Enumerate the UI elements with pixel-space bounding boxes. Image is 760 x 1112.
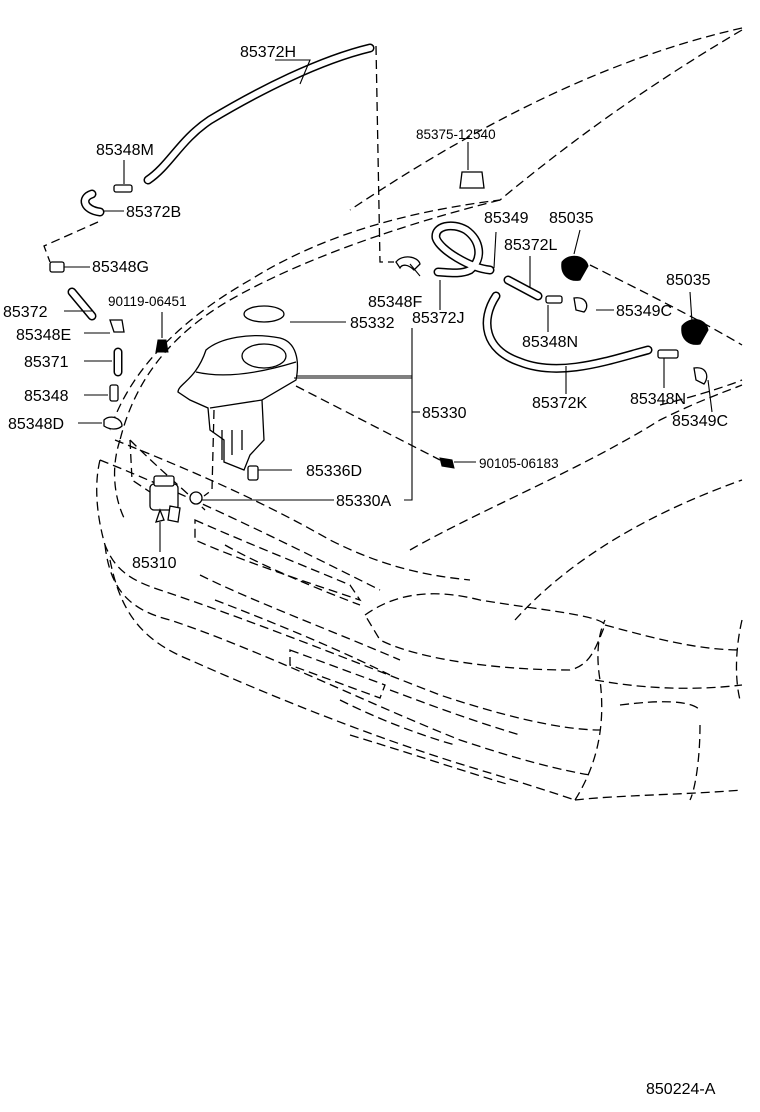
label-85348N-b: 85348N	[630, 391, 686, 408]
label-85035-a: 85035	[549, 210, 594, 227]
elbow-85349C-a	[573, 297, 588, 313]
label-90119-06451: 90119-06451	[108, 294, 187, 309]
reservoir-cap	[241, 343, 287, 369]
label-85372K: 85372K	[532, 395, 587, 412]
bolt-90105	[439, 457, 455, 469]
elbow-85348F	[395, 256, 421, 271]
label-85330A: 85330A	[336, 493, 391, 510]
label-85348G: 85348G	[92, 259, 149, 276]
label-85349C-a: 85349C	[616, 303, 672, 320]
label-85372B: 85372B	[126, 204, 181, 221]
connection-dashes	[43, 45, 441, 497]
leader-lines	[64, 59, 713, 552]
label-85372L: 85372L	[504, 237, 557, 254]
nozzle-85035-a	[561, 255, 589, 281]
grommet-85330A	[189, 491, 203, 505]
joint-85348N-a	[545, 295, 563, 304]
joint-85348	[109, 384, 119, 402]
label-85310: 85310	[132, 555, 177, 572]
label-85348D: 85348D	[8, 416, 64, 433]
label-85348: 85348	[24, 388, 69, 405]
elbow-85348D	[103, 416, 123, 430]
joint-85348N-b	[657, 349, 679, 359]
label-85375-12540: 85375-12540	[416, 127, 496, 142]
label-85372: 85372	[3, 304, 48, 321]
washer-reservoir-85330	[177, 305, 299, 471]
bolt-90119	[155, 339, 169, 353]
elbow-85348E	[109, 319, 125, 333]
label-85348E: 85348E	[16, 327, 71, 344]
label-85330: 85330	[422, 405, 467, 422]
label-85349: 85349	[484, 210, 529, 227]
nozzle-85035-b	[681, 319, 709, 345]
label-85371: 85371	[24, 354, 69, 371]
label-85348M: 85348M	[96, 142, 154, 159]
car-body-outline	[96, 27, 743, 801]
diagram-reference-code: 850224-A	[646, 1081, 716, 1098]
hoses	[67, 43, 653, 377]
label-90105-06183: 90105-06183	[479, 456, 559, 471]
label-85349C-b: 85349C	[672, 413, 728, 430]
joint-85348M	[113, 184, 133, 193]
label-85348N-a: 85348N	[522, 334, 578, 351]
cap-85332	[243, 305, 285, 323]
joint-85348G	[49, 261, 65, 273]
label-85372J: 85372J	[412, 310, 465, 327]
washer-pump-85310	[149, 475, 181, 523]
label-85332: 85332	[350, 315, 395, 332]
part-labels: 85372H 85348M 85372B 85348G 85372 90119-…	[3, 44, 728, 1098]
label-85035-b: 85035	[666, 272, 711, 289]
label-85348F: 85348F	[368, 294, 422, 311]
label-85336D: 85336D	[306, 463, 362, 480]
label-85372H: 85372H	[240, 44, 296, 61]
small-parts	[49, 171, 709, 505]
part-85336D	[247, 465, 259, 481]
clip-85375	[459, 171, 485, 189]
elbow-85349C-b	[693, 367, 708, 385]
